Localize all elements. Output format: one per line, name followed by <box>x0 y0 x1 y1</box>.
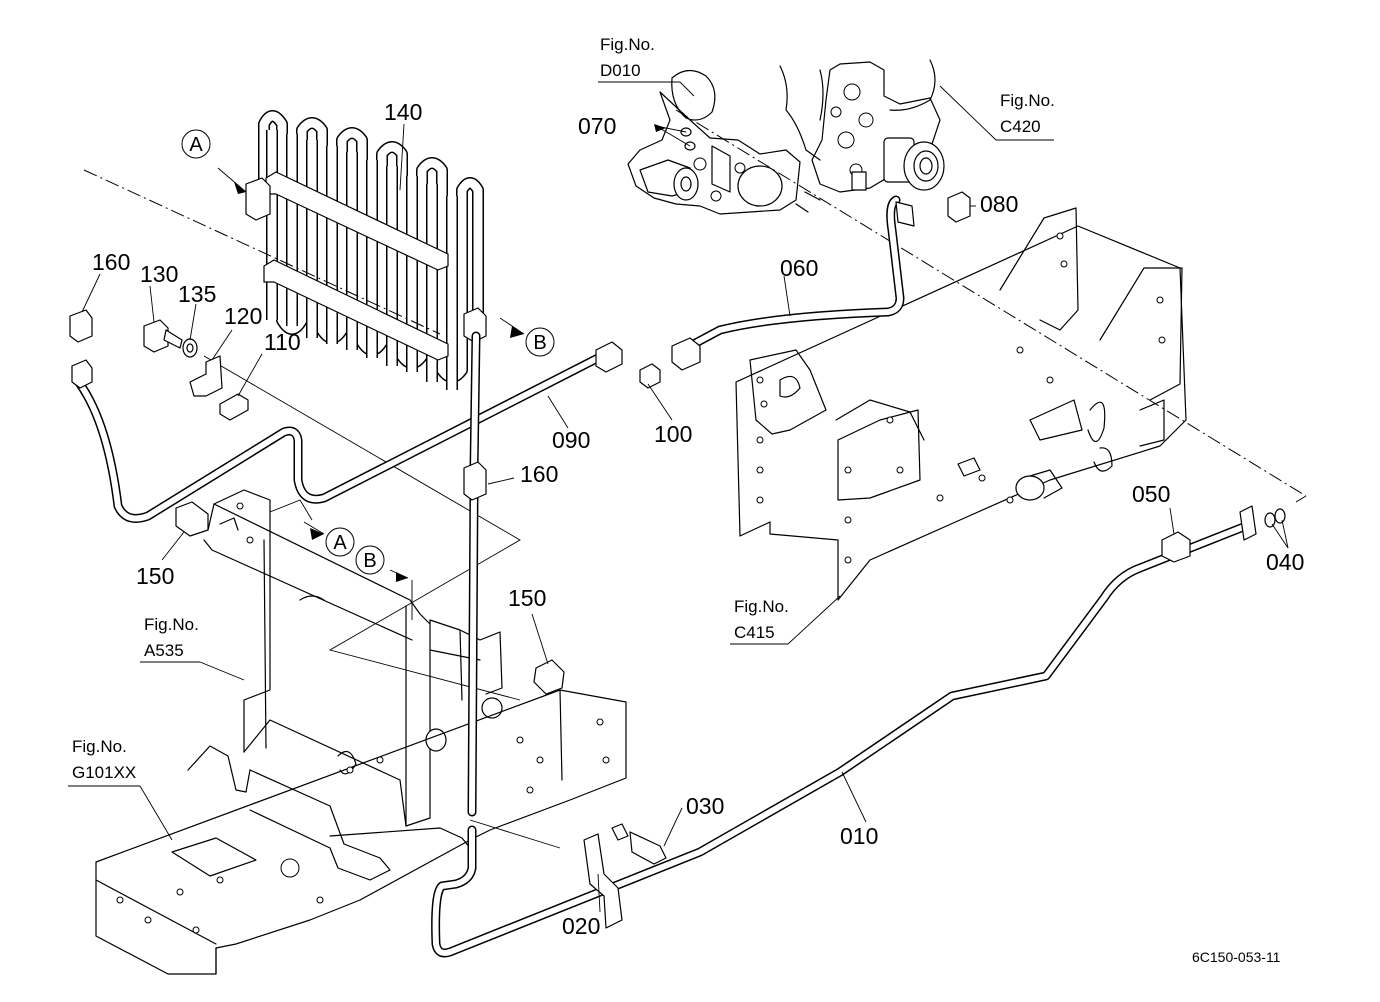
label-135: 135 <box>178 281 216 307</box>
fig-ref-a535: Fig.No. A535 <box>144 615 199 660</box>
svg-text:A535: A535 <box>144 641 184 660</box>
svg-text:A: A <box>333 532 347 554</box>
svg-text:C420: C420 <box>1000 117 1041 136</box>
label-070: 070 <box>578 113 616 139</box>
engine-assembly <box>627 59 945 215</box>
mark-a-top: A <box>181 129 211 159</box>
label-030: 030 <box>686 793 724 819</box>
oil-cooler-140 <box>245 110 487 390</box>
fittings <box>69 127 1286 929</box>
fig-ref-g101xx: Fig.No. G101XX <box>72 737 136 782</box>
svg-text:Fig.No.: Fig.No. <box>144 615 199 634</box>
fig-ref-d010: Fig.No. D010 <box>600 35 655 80</box>
mark-b-bottom: B <box>355 545 385 575</box>
pipes <box>73 195 1251 958</box>
connection-marks: A B A B <box>181 129 555 575</box>
svg-text:B: B <box>533 332 546 354</box>
part-labels: 140 160 130 135 120 110 090 100 160 150 … <box>92 99 1304 939</box>
arrows <box>234 124 666 582</box>
fig-ref-c420: Fig.No. C420 <box>1000 91 1055 136</box>
chassis-frame <box>95 689 627 975</box>
label-150-right: 150 <box>508 585 546 611</box>
label-040: 040 <box>1266 549 1304 575</box>
label-090: 090 <box>552 427 590 453</box>
svg-text:G101XX: G101XX <box>72 763 136 782</box>
mark-b-top: B <box>525 327 555 357</box>
fig-ref-c415: Fig.No. C415 <box>734 597 789 642</box>
label-120: 120 <box>224 303 262 329</box>
svg-text:Fig.No.: Fig.No. <box>1000 91 1055 110</box>
label-160-mid: 160 <box>520 461 558 487</box>
label-110: 110 <box>264 329 301 355</box>
drawing-code: 6C150-053-11 <box>1192 949 1281 965</box>
svg-text:Fig.No.: Fig.No. <box>72 737 127 756</box>
svg-text:A: A <box>189 134 203 156</box>
svg-text:C415: C415 <box>734 623 775 642</box>
label-140: 140 <box>384 99 422 125</box>
svg-text:Fig.No.: Fig.No. <box>600 35 655 54</box>
svg-text:B: B <box>363 550 376 572</box>
svg-text:Fig.No.: Fig.No. <box>734 597 789 616</box>
label-080: 080 <box>980 191 1018 217</box>
phantom-lines <box>83 109 1307 849</box>
label-100: 100 <box>654 421 692 447</box>
label-020: 020 <box>562 913 600 939</box>
label-150-left: 150 <box>136 563 174 589</box>
mounting-frame <box>735 207 1187 601</box>
label-010: 010 <box>840 823 878 849</box>
label-130: 130 <box>140 261 178 287</box>
label-160-top: 160 <box>92 249 130 275</box>
figure-references: Fig.No. D010 Fig.No. C420 Fig.No. C415 F… <box>72 35 1055 782</box>
label-060: 060 <box>780 255 818 281</box>
label-050: 050 <box>1132 481 1170 507</box>
svg-text:D010: D010 <box>600 61 641 80</box>
mark-a-bottom: A <box>325 527 355 557</box>
